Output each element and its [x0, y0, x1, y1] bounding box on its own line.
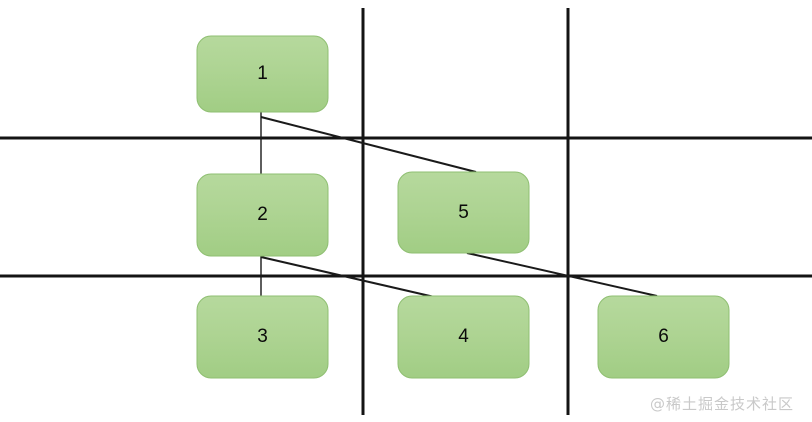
node-5-shape[interactable] [397, 171, 530, 254]
edge-2-4 [260, 256, 457, 303]
node-1-shape[interactable] [196, 35, 329, 113]
watermark-text: @稀土掘金技术社区 [649, 395, 794, 413]
guide-lines-group [0, 8, 812, 415]
node-shapes-group [196, 35, 730, 379]
connector-lines-group [260, 112, 658, 303]
node-2-shape[interactable] [196, 173, 329, 257]
edge-1-5 [260, 116, 477, 173]
node-3-shape[interactable] [196, 295, 329, 379]
node-6-shape[interactable] [597, 295, 730, 379]
edge-5-6 [466, 252, 658, 297]
node-4-shape[interactable] [397, 295, 530, 379]
